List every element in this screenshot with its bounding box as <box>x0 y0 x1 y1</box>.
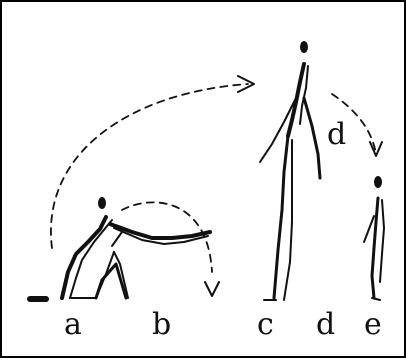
label-c: c <box>257 307 274 342</box>
label-b: b <box>152 307 171 342</box>
walking-figure <box>260 41 320 300</box>
trajectory-arrowhead-right <box>370 142 382 156</box>
trajectory-arc-large <box>51 84 248 248</box>
label-d-annotation: d <box>327 117 346 152</box>
label-a: a <box>64 307 82 342</box>
label-d-bottom: d <box>316 307 335 342</box>
trajectory-arrowhead-small <box>205 282 219 296</box>
standing-figure <box>364 176 384 300</box>
label-e: e <box>364 307 382 342</box>
crouching-figure <box>62 197 210 298</box>
